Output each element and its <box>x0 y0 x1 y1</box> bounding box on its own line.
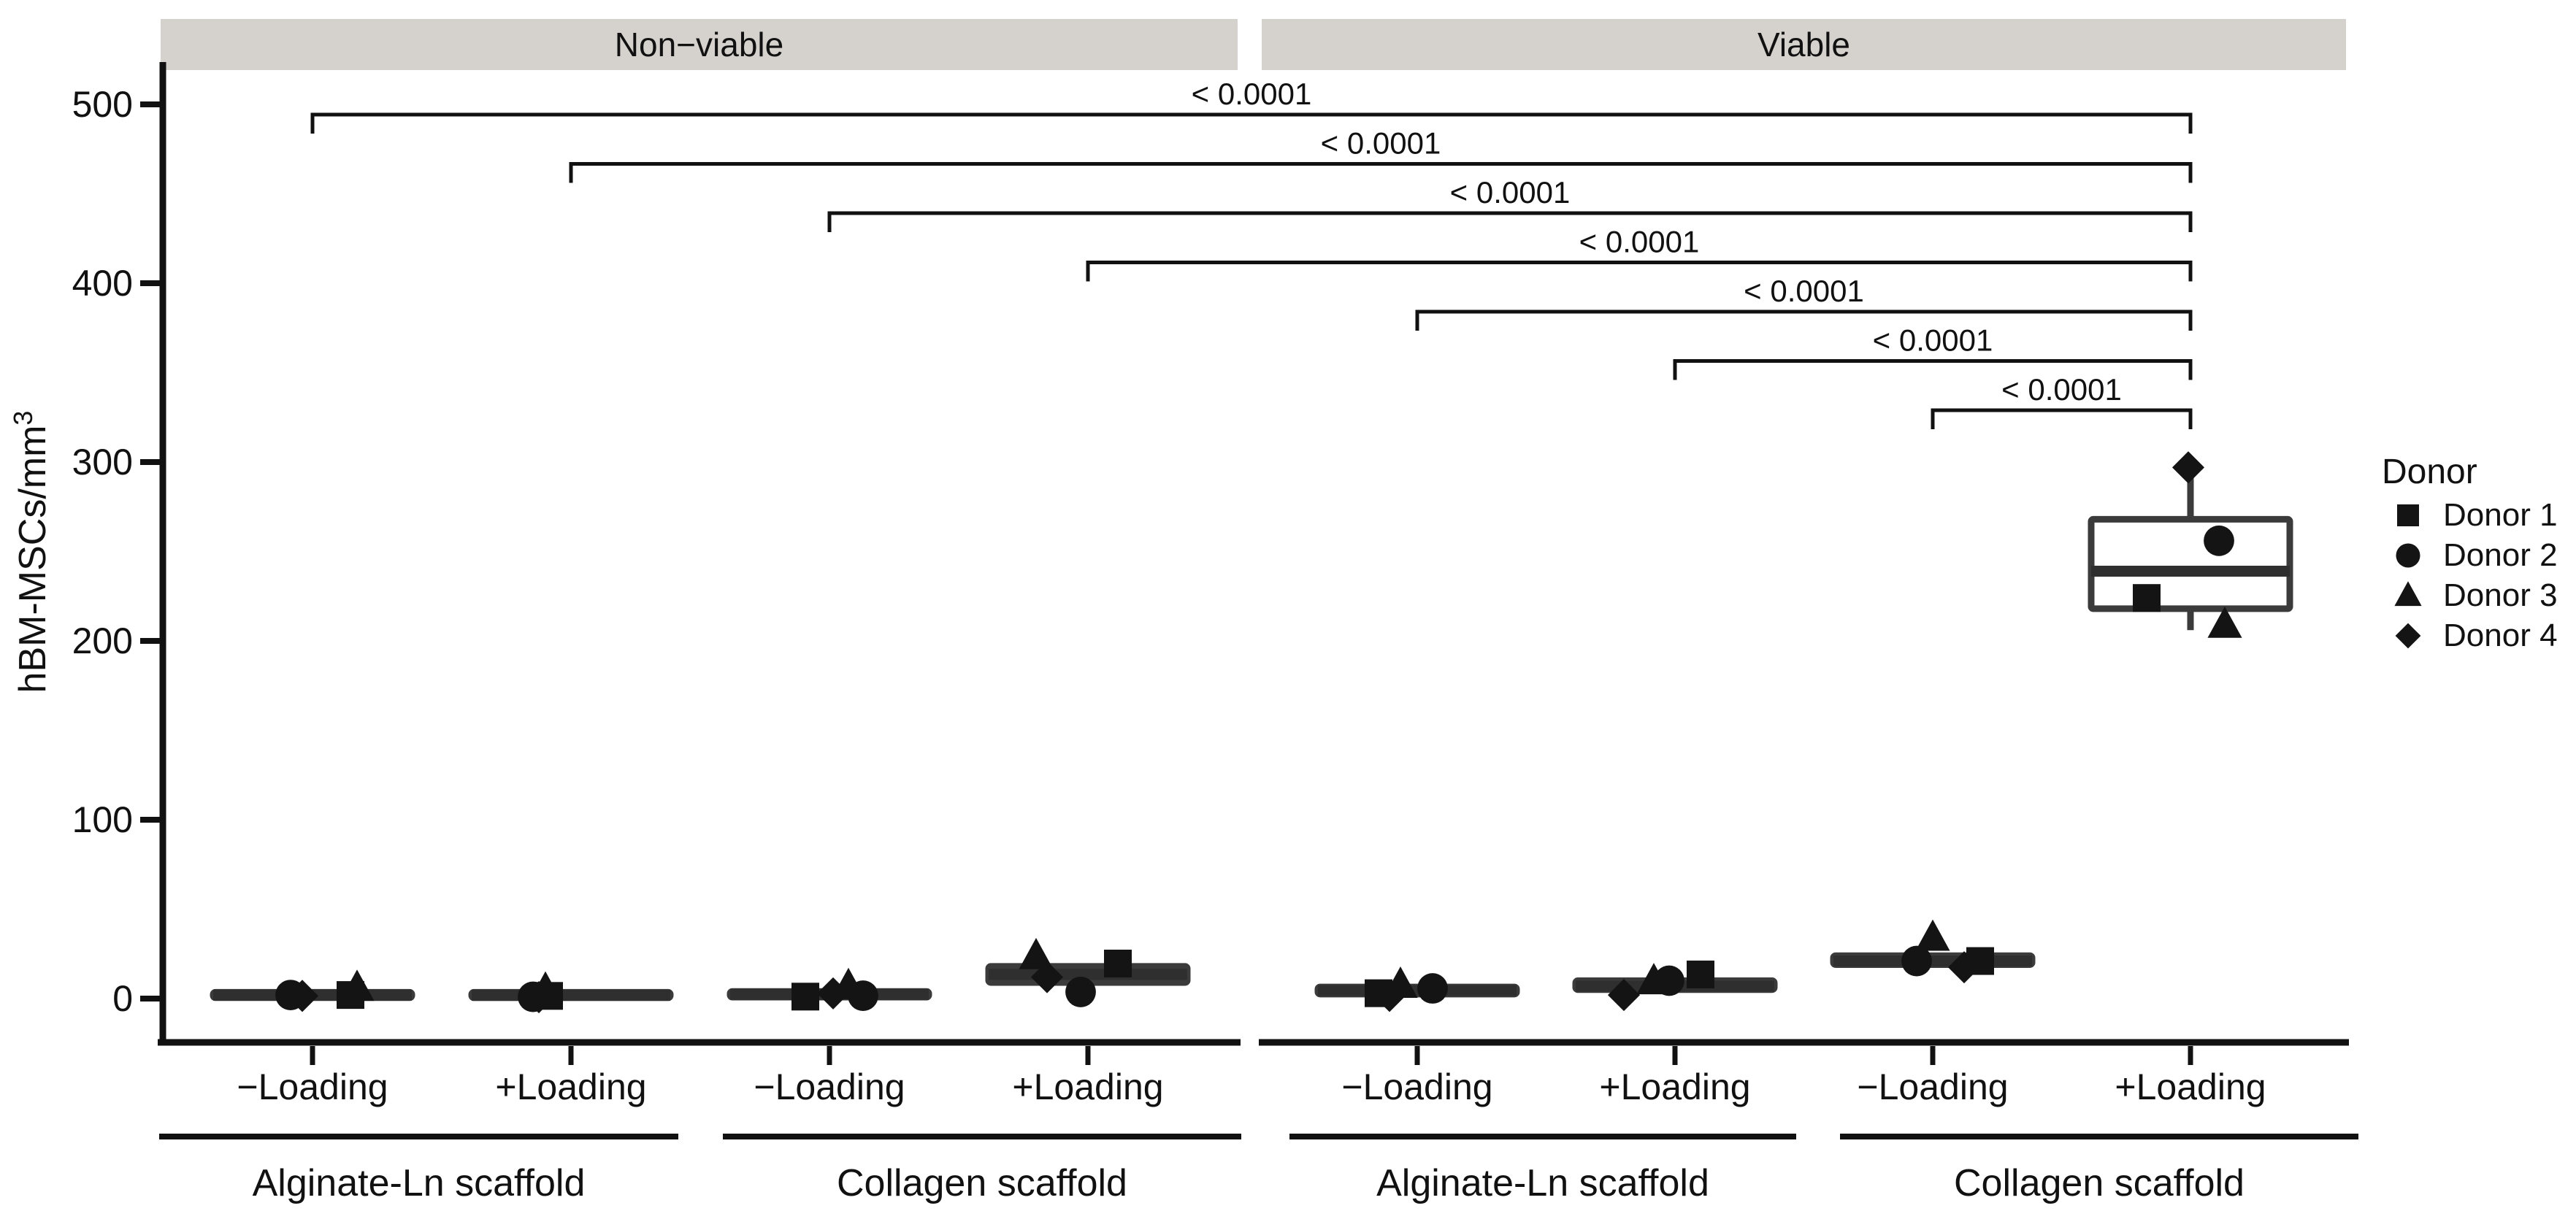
donor-4-point <box>1373 980 1406 1012</box>
legend-item-label: Donor 2 <box>2443 537 2558 573</box>
bracket-line <box>827 211 2193 232</box>
legend-title: Donor <box>2382 453 2477 491</box>
donor-4-point <box>2171 451 2205 484</box>
donor-3-point <box>1915 919 1950 951</box>
triangle-icon <box>2394 581 2422 607</box>
donor-2-point <box>2204 525 2234 556</box>
bracket-p-value: < 0.0001 <box>1321 126 1441 161</box>
scaffold-label-0-alginate-ln-scaffold: Alginate-Ln scaffold <box>253 1162 586 1204</box>
donor-2-point <box>1901 945 1932 977</box>
donor-3-point <box>1636 963 1671 995</box>
square-icon <box>2397 504 2419 526</box>
bracket-line <box>1673 359 2193 380</box>
y-axis-title: hBM-MSCs/mm3 <box>8 411 54 693</box>
x-tick-label-1-0-loading: −Loading <box>1341 1066 1492 1107</box>
donor-3-point <box>340 969 375 1002</box>
y-axis-tick-label-100: 100 <box>72 799 133 840</box>
donor-2-point <box>1065 977 1096 1007</box>
scaffold-label-1-collagen-scaffold: Collagen scaffold <box>1954 1162 2245 1204</box>
legend-item-donor-1: Donor 1 <box>2397 497 2558 533</box>
box-iqr <box>2088 515 2293 612</box>
significance-bracket-2: < 0.0001 <box>569 126 2193 183</box>
x-tick-label-1-1-loading: +Loading <box>1599 1066 1750 1107</box>
significance-bracket-4: < 0.0001 <box>1086 225 2193 282</box>
boxplot-viable-alginate-ln-scaffold-loading <box>1572 960 1778 1012</box>
boxplot-non-viable-collagen-scaffold-loading <box>727 967 932 1011</box>
legend-item-label: Donor 4 <box>2443 618 2558 653</box>
boxplot-non-viable-alginate-ln-scaffold-loading <box>468 971 674 1014</box>
legend-item-donor-3: Donor 3 <box>2394 577 2558 613</box>
donor-4-point <box>816 977 850 1010</box>
donor-1-point <box>1687 960 1714 988</box>
facet-strip-non-viable <box>161 19 1238 70</box>
boxplot-viable-collagen-scaffold-loading <box>2088 451 2293 638</box>
donor-1-point <box>2133 584 2161 612</box>
y-axis-tick-label-400: 400 <box>72 263 133 304</box>
significance-bracket-7: < 0.0001 <box>1931 372 2193 429</box>
significance-bracket-1: < 0.0001 <box>310 77 2193 134</box>
circle-icon <box>2396 543 2420 568</box>
facet-strip-viable <box>1262 19 2346 70</box>
facet-strip-label-viable: Viable <box>1757 26 1850 64</box>
bracket-line <box>569 162 2193 183</box>
donor-3-point <box>1019 937 1054 969</box>
x-tick-label-0-2-loading: −Loading <box>754 1066 905 1107</box>
bracket-line <box>310 112 2193 134</box>
donor-3-point <box>2207 606 2242 638</box>
y-axis-tick-label-500: 500 <box>72 84 133 125</box>
donor-1-point <box>791 983 819 1011</box>
y-axis-tick-label-200: 200 <box>72 620 133 661</box>
significance-bracket-6: < 0.0001 <box>1673 323 2193 380</box>
bracket-line <box>1931 408 2193 429</box>
significance-bracket-3: < 0.0001 <box>827 175 2193 232</box>
facet-strip-label-non-viable: Non−viable <box>615 26 783 64</box>
legend-item-donor-2: Donor 2 <box>2396 537 2558 573</box>
donor-4-point <box>522 981 556 1014</box>
boxplot-viable-collagen-scaffold-loading <box>1830 919 2036 984</box>
plot-root: Non−viable Viable 0 100 200 300 400 500 hBM-MSCs… <box>8 19 2558 1204</box>
y-axis-tick-label-300: 300 <box>72 442 133 483</box>
donor-2-point <box>1417 973 1448 1004</box>
x-tick-label-0-0-loading: −Loading <box>237 1066 388 1107</box>
x-tick-label-1-2-loading: −Loading <box>1857 1066 2008 1107</box>
bracket-p-value: < 0.0001 <box>1450 175 1571 209</box>
donor-4-point <box>1947 951 1981 984</box>
legend-item-label: Donor 3 <box>2443 577 2558 613</box>
donor-4-point <box>1607 979 1641 1012</box>
bracket-p-value: < 0.0001 <box>1192 77 1312 111</box>
legend-item-label: Donor 1 <box>2443 497 2558 533</box>
boxplot-viable-alginate-ln-scaffold-loading <box>1314 966 1520 1012</box>
bracket-line <box>1086 261 2193 282</box>
y-axis-tick-label-0: 0 <box>112 978 133 1019</box>
boxplot-non-viable-collagen-scaffold-loading <box>985 937 1191 1007</box>
bracket-p-value: < 0.0001 <box>1873 323 1993 358</box>
scaffold-label-1-alginate-ln-scaffold: Alginate-Ln scaffold <box>1376 1162 1709 1204</box>
scaffold-label-0-collagen-scaffold: Collagen scaffold <box>837 1162 1127 1204</box>
bracket-p-value: < 0.0001 <box>1744 274 1864 308</box>
donor-1-point <box>1104 949 1132 977</box>
bracket-p-value: < 0.0001 <box>2001 372 2122 407</box>
boxplot-non-viable-alginate-ln-scaffold-loading <box>210 969 415 1012</box>
x-tick-label-0-1-loading: +Loading <box>495 1066 646 1107</box>
x-tick-label-0-3-loading: +Loading <box>1012 1066 1163 1107</box>
bracket-p-value: < 0.0001 <box>1579 225 1700 259</box>
bracket-line <box>1415 310 2193 331</box>
donor-4-point <box>285 980 319 1012</box>
x-tick-label-1-3-loading: +Loading <box>2115 1066 2266 1107</box>
legend-item-donor-4: Donor 4 <box>2395 618 2558 653</box>
donor-4-point <box>1030 961 1064 993</box>
diamond-icon <box>2395 623 2421 649</box>
significance-bracket-5: < 0.0001 <box>1415 274 2193 331</box>
